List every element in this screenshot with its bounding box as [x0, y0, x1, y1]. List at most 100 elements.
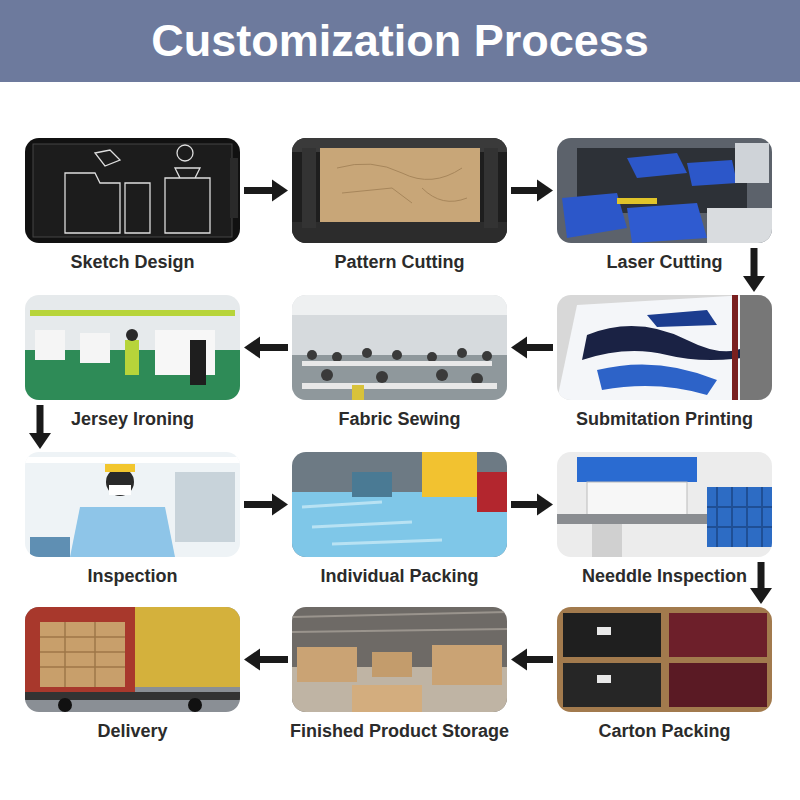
container-yellow — [135, 607, 240, 687]
workers — [307, 348, 492, 385]
printing-photo — [557, 295, 772, 400]
machine-side — [302, 148, 316, 228]
tag — [597, 627, 611, 635]
needle-photo — [557, 452, 772, 557]
flow-arrow — [244, 494, 288, 516]
background-workers — [175, 472, 235, 542]
cartons — [40, 622, 125, 687]
carton-photo — [557, 607, 772, 712]
arrow-shaft — [511, 501, 539, 508]
title-text: Customization Process — [0, 0, 800, 82]
garment — [352, 385, 364, 400]
sewing-tables — [302, 361, 497, 389]
arrow-head — [244, 649, 260, 671]
arrow-head — [272, 180, 288, 202]
machine-leg — [592, 524, 622, 557]
sewing-photo — [292, 295, 507, 400]
crate — [707, 487, 772, 547]
arrow-shaft — [525, 344, 553, 351]
photo-clip — [557, 607, 772, 712]
arrow-head — [29, 433, 51, 449]
step-caption: Individual Packing — [320, 565, 478, 587]
photo-ground — [292, 295, 507, 400]
machine-base — [292, 222, 507, 243]
sketch-photo — [25, 138, 240, 243]
arrow-head — [272, 494, 288, 516]
floor — [292, 355, 507, 400]
process-step: Sketch Design — [25, 138, 240, 243]
process-step: Finished Product Storage — [292, 607, 507, 712]
worker-shirt — [422, 452, 477, 497]
crate-grid — [707, 487, 772, 547]
step-caption: Finished Product Storage — [290, 720, 509, 742]
arrow-head — [511, 649, 527, 671]
paper-lines — [337, 164, 467, 203]
worker — [190, 340, 206, 385]
photo-clip — [25, 138, 240, 243]
machine-bar — [732, 295, 738, 400]
machine — [35, 330, 65, 360]
process-step: Delivery — [25, 607, 240, 712]
arrow-shaft — [751, 248, 758, 278]
machine-body — [587, 482, 687, 517]
garments-black — [563, 663, 661, 707]
flow-arrow — [244, 649, 288, 671]
container — [25, 607, 135, 692]
flow-arrow — [511, 337, 553, 359]
arrow-shaft — [258, 344, 288, 351]
step-caption: Sketch Design — [70, 251, 194, 273]
bagged-shirts — [292, 492, 507, 557]
machine — [80, 333, 110, 363]
arrow-head — [750, 588, 772, 604]
photo-clip — [25, 295, 240, 400]
step-caption: Submitation Printing — [576, 408, 753, 430]
pattern-outline — [65, 173, 120, 233]
process-step: Jersey Ironing — [25, 295, 240, 400]
step-caption: Inspection — [87, 565, 177, 587]
process-step: Laser Cutting — [557, 138, 772, 243]
photo-clip — [557, 295, 772, 400]
worker-hair — [106, 468, 134, 496]
cartons — [372, 652, 412, 677]
ironing-photo — [25, 295, 240, 400]
step-caption: Carton Packing — [598, 720, 730, 742]
step-caption: Pattern Cutting — [335, 251, 465, 273]
garments-maroon — [669, 613, 767, 657]
flow-arrow — [511, 180, 553, 202]
table-items — [30, 537, 70, 557]
photo-clip — [292, 607, 507, 712]
photo-ground — [557, 452, 772, 557]
flow-arrow — [29, 405, 51, 449]
flow-arrow — [511, 649, 553, 671]
keyboard-desk — [707, 208, 772, 243]
inspection-photo — [25, 452, 240, 557]
cartons — [352, 685, 422, 712]
step-caption: Jersey Ironing — [71, 408, 194, 430]
pattern-outline — [165, 168, 210, 233]
photo-clip — [25, 607, 240, 712]
garment — [70, 507, 175, 557]
photo-ground — [25, 138, 240, 243]
flow-arrow — [511, 494, 553, 516]
arrow-head — [511, 337, 527, 359]
arrow-shaft — [758, 562, 765, 590]
cap — [105, 464, 135, 472]
machine-side — [740, 295, 772, 400]
photo-ground — [557, 607, 772, 712]
mask — [109, 485, 131, 495]
photo-clip — [292, 452, 507, 557]
step-caption: Laser Cutting — [606, 251, 722, 273]
arrow-shaft — [244, 501, 274, 508]
red-garment — [477, 472, 507, 512]
fabric-piece — [627, 153, 687, 178]
photo-clip — [292, 295, 507, 400]
flow-arrow — [743, 248, 765, 292]
photo-ground — [292, 452, 507, 557]
hanging-shirts — [30, 310, 235, 316]
worker — [125, 340, 139, 375]
carton-lines — [40, 622, 125, 687]
bag-folds — [302, 502, 442, 544]
process-step: Pattern Cutting — [292, 138, 507, 243]
arrow-head — [743, 276, 765, 292]
